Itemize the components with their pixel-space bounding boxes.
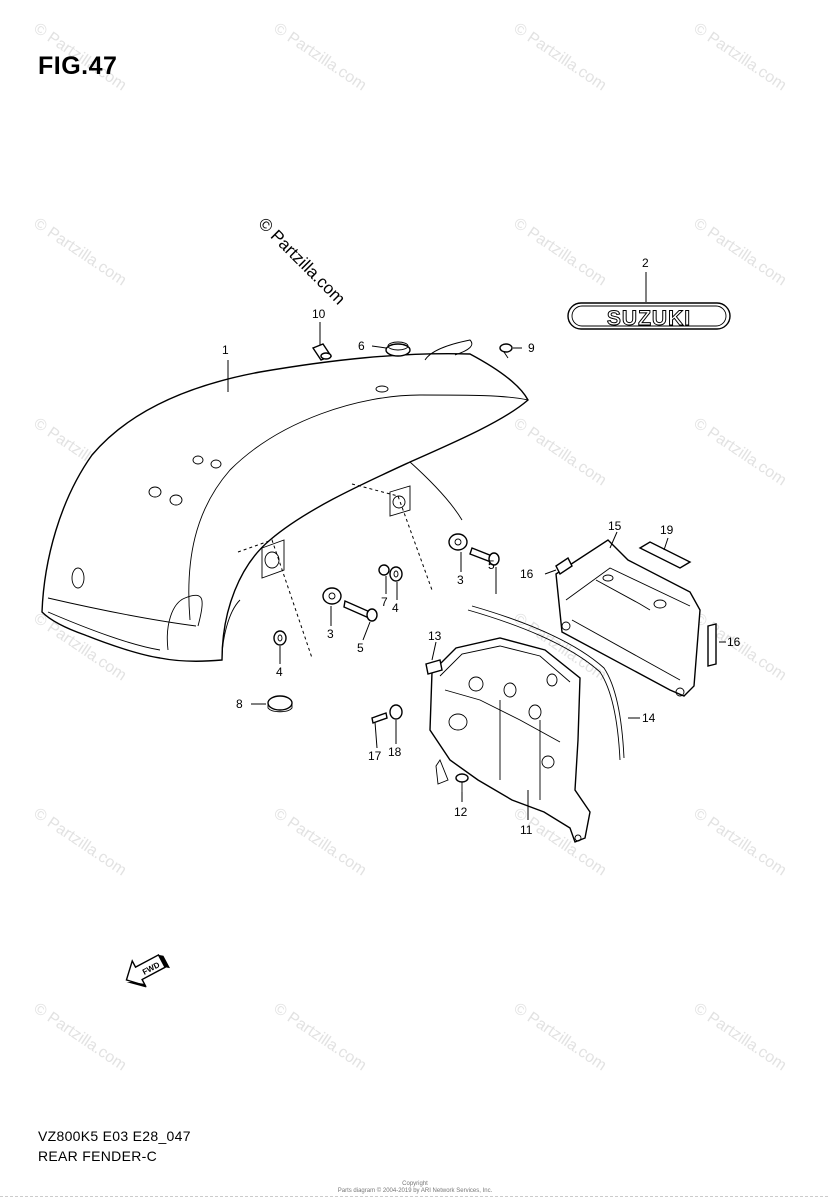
callout-5-lower: 5: [357, 641, 364, 655]
washer-part-4-lower[interactable]: [273, 630, 287, 646]
callout-3-upper: 3: [457, 573, 464, 587]
suzuki-emblem-part-2[interactable]: [567, 302, 731, 330]
figure-title: FIG.47: [38, 52, 118, 80]
washer-part-3-upper[interactable]: [448, 533, 468, 551]
bolt-part-12[interactable]: [455, 773, 469, 792]
callout-1: 1: [222, 343, 229, 357]
callout-12: 12: [454, 805, 468, 819]
callout-14: 14: [642, 711, 656, 725]
washer-part-18[interactable]: [389, 704, 403, 720]
bolt-part-5-lower[interactable]: [343, 599, 378, 622]
rear-fender-part-1[interactable]: [41, 339, 529, 663]
callout-9: 9: [528, 341, 535, 355]
screw-part-9[interactable]: [499, 343, 513, 359]
cap-part-8[interactable]: [267, 695, 293, 713]
callout-17: 17: [368, 749, 382, 763]
callout-8: 8: [236, 697, 243, 711]
bolt-part-5-upper[interactable]: [469, 547, 500, 566]
callout-numbers: 1 2 3 3 4 4 5 5 6 7 8 9 10 11 12 13 14 1…: [222, 256, 741, 837]
callout-4-lower: 4: [276, 665, 283, 679]
seal-strip-part-14[interactable]: [467, 605, 625, 761]
callout-15: 15: [608, 519, 622, 533]
callout-18: 18: [388, 745, 402, 759]
callout-7: 7: [381, 595, 388, 609]
clip-part-13[interactable]: [425, 659, 443, 675]
section-name: REAR FENDER-C: [38, 1148, 158, 1164]
callout-leaders: [227, 272, 726, 820]
license-light-housing-part-15[interactable]: [555, 539, 701, 697]
fwd-arrow-icon: FWD: [125, 953, 170, 988]
footer-divider: [0, 1196, 828, 1198]
callout-19: 19: [660, 523, 674, 537]
collar-part-10[interactable]: [311, 343, 333, 361]
screw-part-17[interactable]: [371, 712, 388, 724]
callout-16-right: 16: [727, 635, 741, 649]
callout-2: 2: [642, 256, 649, 270]
grommet-part-6[interactable]: [385, 341, 411, 357]
pad-part-16-left[interactable]: [555, 556, 573, 576]
callout-5-upper: 5: [488, 558, 495, 572]
callout-6: 6: [358, 339, 365, 353]
model-code: VZ800K5 E03 E28_047: [38, 1128, 191, 1144]
pad-part-16-right[interactable]: [707, 623, 717, 667]
washer-part-4-upper[interactable]: [389, 566, 403, 582]
emblem-text: SUZUKI: [607, 307, 691, 330]
copyright-notice: Copyright Parts diagram © 2004-2019 by A…: [337, 1181, 493, 1194]
callout-13: 13: [428, 629, 442, 643]
nut-part-7[interactable]: [378, 564, 390, 576]
callout-4-upper: 4: [392, 601, 399, 615]
callout-11: 11: [520, 823, 533, 837]
license-bracket-part-11[interactable]: [429, 637, 591, 843]
callout-3-lower: 3: [327, 627, 334, 641]
strip-part-19[interactable]: [638, 541, 692, 569]
callout-16-left: 16: [520, 567, 534, 581]
washer-part-3-lower[interactable]: [322, 587, 342, 605]
callout-10: 10: [312, 307, 326, 321]
